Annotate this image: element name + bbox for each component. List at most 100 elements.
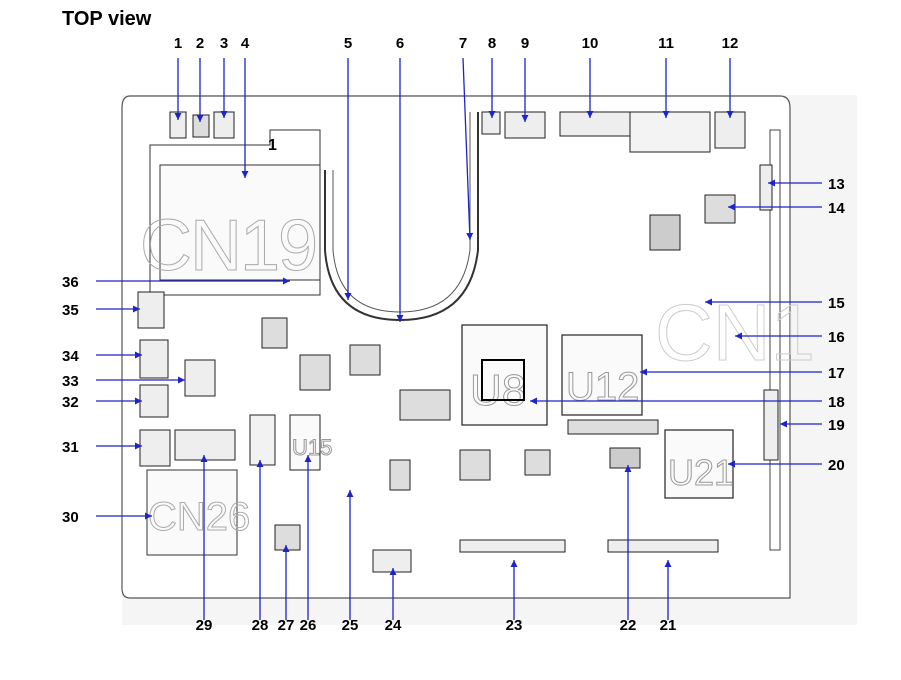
callout-label-6: 6	[396, 35, 404, 52]
callout-arrow-4	[241, 171, 249, 178]
callout-arrow-19	[780, 420, 787, 428]
port-32	[139, 384, 169, 418]
callout-label-31: 31	[62, 439, 79, 456]
callout-arrow-30	[145, 512, 152, 520]
callout-label-7: 7	[459, 35, 467, 52]
callout-arrow-22	[624, 465, 632, 472]
conn-29	[174, 429, 236, 461]
small-components	[261, 317, 659, 491]
port-31	[139, 429, 171, 467]
callout-label-20: 20	[828, 457, 845, 474]
callout-arrow-27	[282, 545, 290, 552]
port-34	[139, 339, 169, 379]
callout-label-21: 21	[660, 617, 677, 634]
callout-line-7	[462, 57, 471, 241]
callout-label-15: 15	[828, 295, 845, 312]
callout-arrow-17	[640, 368, 647, 376]
callout-label-8: 8	[488, 35, 496, 52]
callout-arrow-25	[346, 490, 354, 497]
callout-arrow-8	[488, 111, 496, 118]
callout-label-22: 22	[620, 617, 637, 634]
callout-arrow-1	[174, 113, 182, 120]
callout-arrow-15	[705, 298, 712, 306]
callout-arrow-12	[726, 111, 734, 118]
callout-arrow-10	[586, 111, 594, 118]
callout-label-12: 12	[722, 35, 739, 52]
cn26-area	[146, 469, 238, 556]
conn-23	[459, 539, 566, 553]
callout-label-36: 36	[62, 274, 79, 291]
conn-19	[763, 389, 779, 461]
callout-label-1: 1	[174, 35, 182, 52]
callout-arrow-23	[510, 560, 518, 567]
board-edge-right	[769, 129, 781, 551]
callout-label-11: 11	[658, 35, 674, 52]
callout-label-34: 34	[62, 348, 79, 365]
callout-arrow-2	[196, 115, 204, 122]
callout-label-9: 9	[521, 35, 529, 52]
u8-silk: U8	[470, 366, 526, 415]
callout-label-23: 23	[506, 617, 523, 634]
callout-arrow-34	[135, 351, 142, 359]
u8-chip	[461, 324, 548, 426]
callout-arrow-5	[344, 293, 352, 300]
port-33	[184, 359, 216, 397]
callout-arrow-7	[466, 232, 474, 240]
callout-label-27: 27	[278, 617, 295, 634]
callout-label-5: 5	[344, 35, 352, 52]
callout-arrow-33	[178, 376, 185, 384]
callout-arrow-13	[768, 179, 775, 187]
callout-arrow-18	[530, 397, 537, 405]
cn26-silk: CN26	[148, 495, 250, 539]
callout-label-35: 35	[62, 302, 79, 319]
cn19-silk: CN19	[140, 206, 316, 286]
callout-label-29: 29	[196, 617, 213, 634]
chip-27	[274, 524, 301, 551]
conn-11	[629, 111, 711, 153]
u8-core	[481, 359, 525, 401]
u15-chip	[289, 414, 321, 471]
port-35	[137, 291, 165, 329]
callout-arrow-32	[135, 397, 142, 405]
callout-arrow-9	[521, 115, 529, 122]
conn-24	[372, 549, 412, 573]
callout-arrow-14	[728, 203, 735, 211]
callout-arrow-24	[389, 568, 397, 575]
callout-arrow-3	[220, 111, 228, 118]
callout-label-2: 2	[196, 35, 204, 52]
u12-chip	[561, 334, 643, 416]
board-marker: 1	[268, 137, 277, 154]
u15-silk: U15	[292, 435, 332, 460]
conn-21	[607, 539, 719, 553]
callout-label-30: 30	[62, 509, 79, 526]
callout-label-14: 14	[828, 200, 845, 217]
callout-arrow-31	[135, 442, 142, 450]
callout-label-19: 19	[828, 417, 845, 434]
callout-label-3: 3	[220, 35, 228, 52]
conn-10	[559, 111, 631, 137]
chip-pack	[649, 214, 681, 251]
callout-arrow-20	[728, 460, 735, 468]
chip-14	[704, 194, 736, 224]
conn-13	[759, 164, 773, 211]
callout-arrow-36	[283, 277, 290, 285]
callout-label-28: 28	[252, 617, 269, 634]
chip-28	[249, 414, 276, 466]
callout-label-33: 33	[62, 373, 79, 390]
callout-label-13: 13	[828, 176, 845, 193]
diagram-title: TOP view	[62, 8, 152, 30]
callout-arrow-16	[735, 332, 742, 340]
callout-arrow-21	[664, 560, 672, 567]
chip-22	[609, 447, 641, 469]
callout-label-10: 10	[582, 35, 599, 52]
callout-label-4: 4	[241, 35, 250, 52]
callout-arrow-26	[304, 455, 312, 462]
callout-label-18: 18	[828, 394, 845, 411]
callout-arrow-6	[396, 315, 404, 322]
cn19-area	[159, 164, 321, 281]
callout-arrow-28	[256, 460, 264, 467]
callout-arrow-11	[662, 111, 670, 118]
callout-label-25: 25	[342, 617, 359, 634]
